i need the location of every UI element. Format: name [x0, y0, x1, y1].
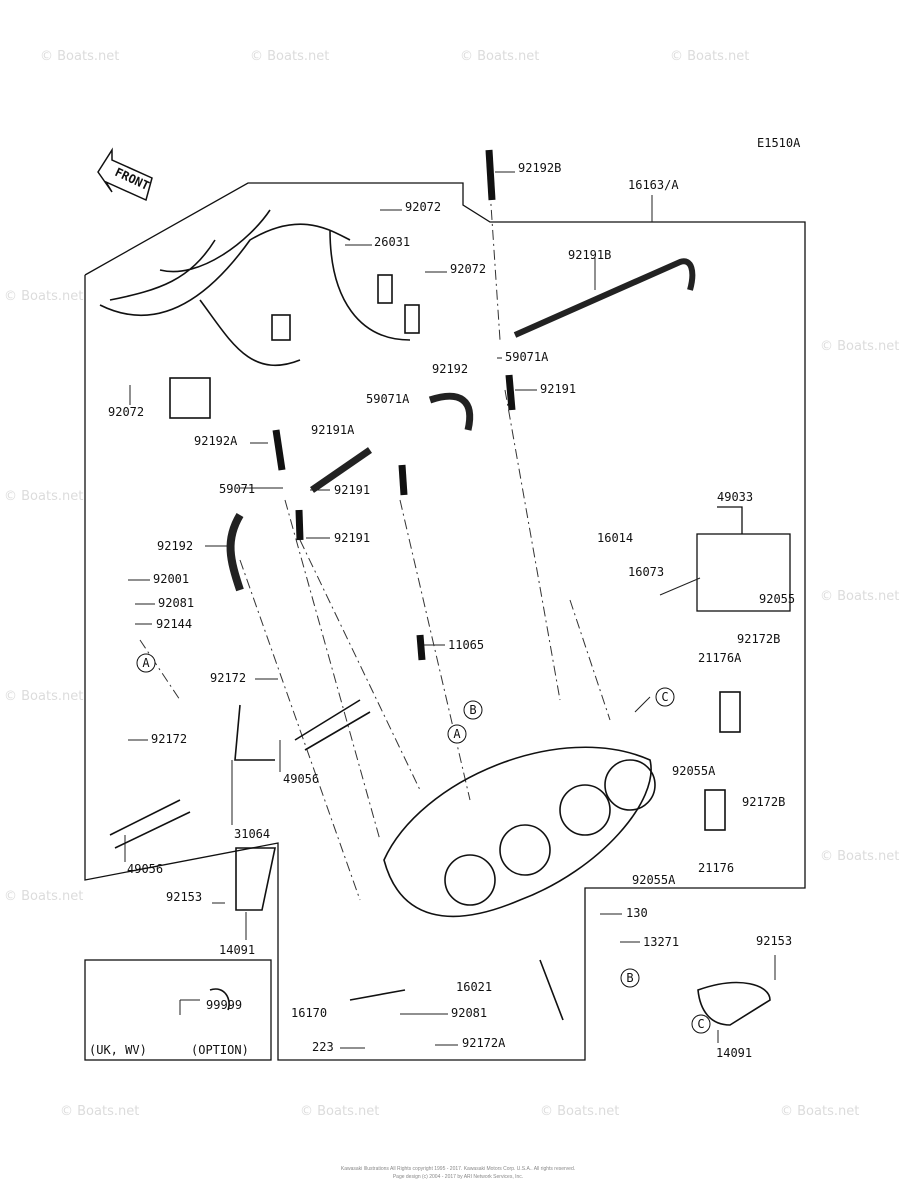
part-label: 92191: [334, 483, 370, 497]
callout-b: B: [620, 968, 640, 988]
part-label: 92055: [759, 592, 795, 606]
part-labels: 92192B16163/A92072260319207292191B59071A…: [108, 161, 795, 1060]
part-label: 21176A: [698, 651, 742, 665]
part-label: 16073: [628, 565, 664, 579]
part-label: 92172A: [462, 1036, 506, 1050]
footer-copyright: Kawasaki Illustrations All Rights copyri…: [340, 1166, 576, 1172]
part-label: 92192: [157, 539, 193, 553]
footer-page-design: Page design (c) 2004 - 2017 by ARI Netwo…: [392, 1174, 524, 1180]
watermark: © Boats.net: [4, 489, 83, 504]
watermark: © Boats.net: [250, 49, 329, 64]
part-label: 92153: [756, 934, 792, 948]
part-label: 31064: [234, 827, 270, 841]
part-label: 92153: [166, 890, 202, 904]
watermark: © Boats.net: [670, 49, 749, 64]
part-label: 92172B: [737, 632, 780, 646]
part-label: 16014: [597, 531, 633, 545]
part-label: 92192: [432, 362, 468, 376]
part-label: 21176: [698, 861, 734, 875]
part-label: 92081: [158, 596, 194, 610]
watermark: © Boats.net: [4, 289, 83, 304]
part-label: 92172: [151, 732, 187, 746]
diagram-code: E1510A: [757, 136, 801, 150]
part-label: 49033: [717, 490, 753, 504]
part-label: 14091: [716, 1046, 752, 1060]
part-label: 59071A: [505, 350, 549, 364]
callout-a: A: [136, 653, 156, 673]
watermark: © Boats.net: [460, 49, 539, 64]
part-label: 92081: [451, 1006, 487, 1020]
watermark: © Boats.net: [780, 1104, 859, 1119]
watermark: © Boats.net: [820, 849, 899, 864]
option-part-number: 99999: [206, 998, 242, 1012]
front-arrow-icon: FRONT: [97, 147, 153, 202]
part-label: 11065: [448, 638, 484, 652]
svg-text:A: A: [453, 727, 461, 741]
svg-text:A: A: [142, 656, 150, 670]
part-label: 49056: [283, 772, 319, 786]
part-label: 92192A: [194, 434, 238, 448]
part-label: 130: [626, 906, 648, 920]
part-label: 59071A: [366, 392, 410, 406]
part-label: 14091: [219, 943, 255, 957]
svg-text:C: C: [661, 690, 668, 704]
part-label: 92144: [156, 617, 192, 631]
part-label: 26031: [374, 235, 410, 249]
part-label: 16170: [291, 1006, 327, 1020]
outline-frames: [84, 182, 806, 1061]
svg-text:B: B: [626, 971, 633, 985]
part-label: 16163/A: [628, 178, 679, 192]
part-label: 92072: [405, 200, 441, 214]
watermark: © Boats.net: [40, 49, 119, 64]
svg-text:B: B: [469, 703, 476, 717]
watermark: © Boats.net: [820, 339, 899, 354]
callout-c: C: [691, 1014, 711, 1034]
part-label: 92191A: [311, 423, 355, 437]
part-label: 59071: [219, 482, 255, 496]
watermark: © Boats.net: [60, 1104, 139, 1119]
part-label: 92191: [540, 382, 576, 396]
part-label: 92001: [153, 572, 189, 586]
part-label: 92172B: [742, 795, 785, 809]
part-label: 92072: [108, 405, 144, 419]
callout-a: A: [447, 724, 467, 744]
part-sketches: [99, 149, 771, 1026]
svg-text:C: C: [697, 1017, 704, 1031]
watermarks: © Boats.net © Boats.net © Boats.net © Boats…: [4, 49, 899, 1119]
part-label: 92192B: [518, 161, 561, 175]
option-note: (OPTION): [191, 1043, 249, 1057]
part-label: 92072: [450, 262, 486, 276]
part-label: 92191B: [568, 248, 611, 262]
watermark: © Boats.net: [4, 889, 83, 904]
watermark: © Boats.net: [540, 1104, 619, 1119]
callout-c: C: [655, 687, 675, 707]
watermark: © Boats.net: [300, 1104, 379, 1119]
part-label: 223: [312, 1040, 334, 1054]
part-label: 92055A: [632, 873, 676, 887]
watermark: © Boats.net: [4, 689, 83, 704]
part-label: 16021: [456, 980, 492, 994]
part-label: 13271: [643, 935, 679, 949]
part-label: 92055A: [672, 764, 716, 778]
part-label: 92172: [210, 671, 246, 685]
assembly-center-lines: [139, 189, 611, 901]
part-label: 92191: [334, 531, 370, 545]
part-label: 49056: [127, 862, 163, 876]
option-region: (UK, WV): [89, 1043, 147, 1057]
watermark: © Boats.net: [820, 589, 899, 604]
callout-b: B: [463, 700, 483, 720]
